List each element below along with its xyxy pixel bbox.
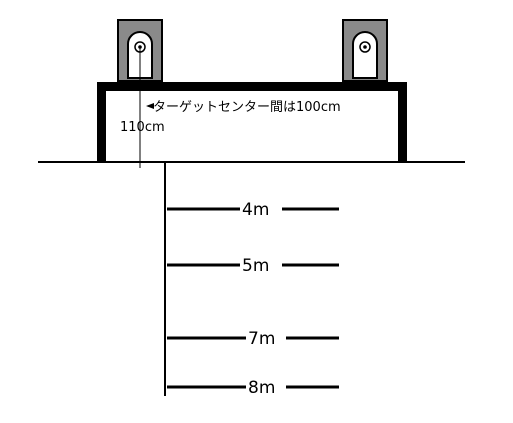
distance-label: 4m bbox=[242, 200, 269, 220]
stand-top-bar bbox=[97, 82, 407, 91]
distance-marker-8m: 8m bbox=[167, 378, 339, 398]
right-target-center-icon bbox=[363, 45, 367, 49]
distance-label: 7m bbox=[248, 329, 275, 349]
target-stand bbox=[97, 82, 407, 162]
distance-label: 5m bbox=[242, 256, 269, 276]
right-target bbox=[342, 19, 388, 82]
distance-marker-7m: 7m bbox=[167, 329, 339, 349]
distance-label: 8m bbox=[248, 378, 275, 398]
spacing-annotation: ターゲットセンター間は100cm bbox=[146, 100, 341, 115]
distance-marker-4m: 4m bbox=[167, 200, 339, 220]
spacing-arrow-icon bbox=[146, 103, 154, 109]
height-label: 110cm bbox=[120, 120, 165, 135]
right-target-ring-icon bbox=[359, 41, 371, 53]
stand-left-leg bbox=[97, 82, 106, 162]
target-spacing-label: ターゲットセンター間は100cm bbox=[153, 100, 341, 115]
height-measure: 110cm bbox=[120, 47, 165, 168]
right-target-face bbox=[352, 31, 378, 79]
stand-right-leg bbox=[398, 82, 407, 162]
distance-marker-5m: 5m bbox=[167, 256, 339, 276]
